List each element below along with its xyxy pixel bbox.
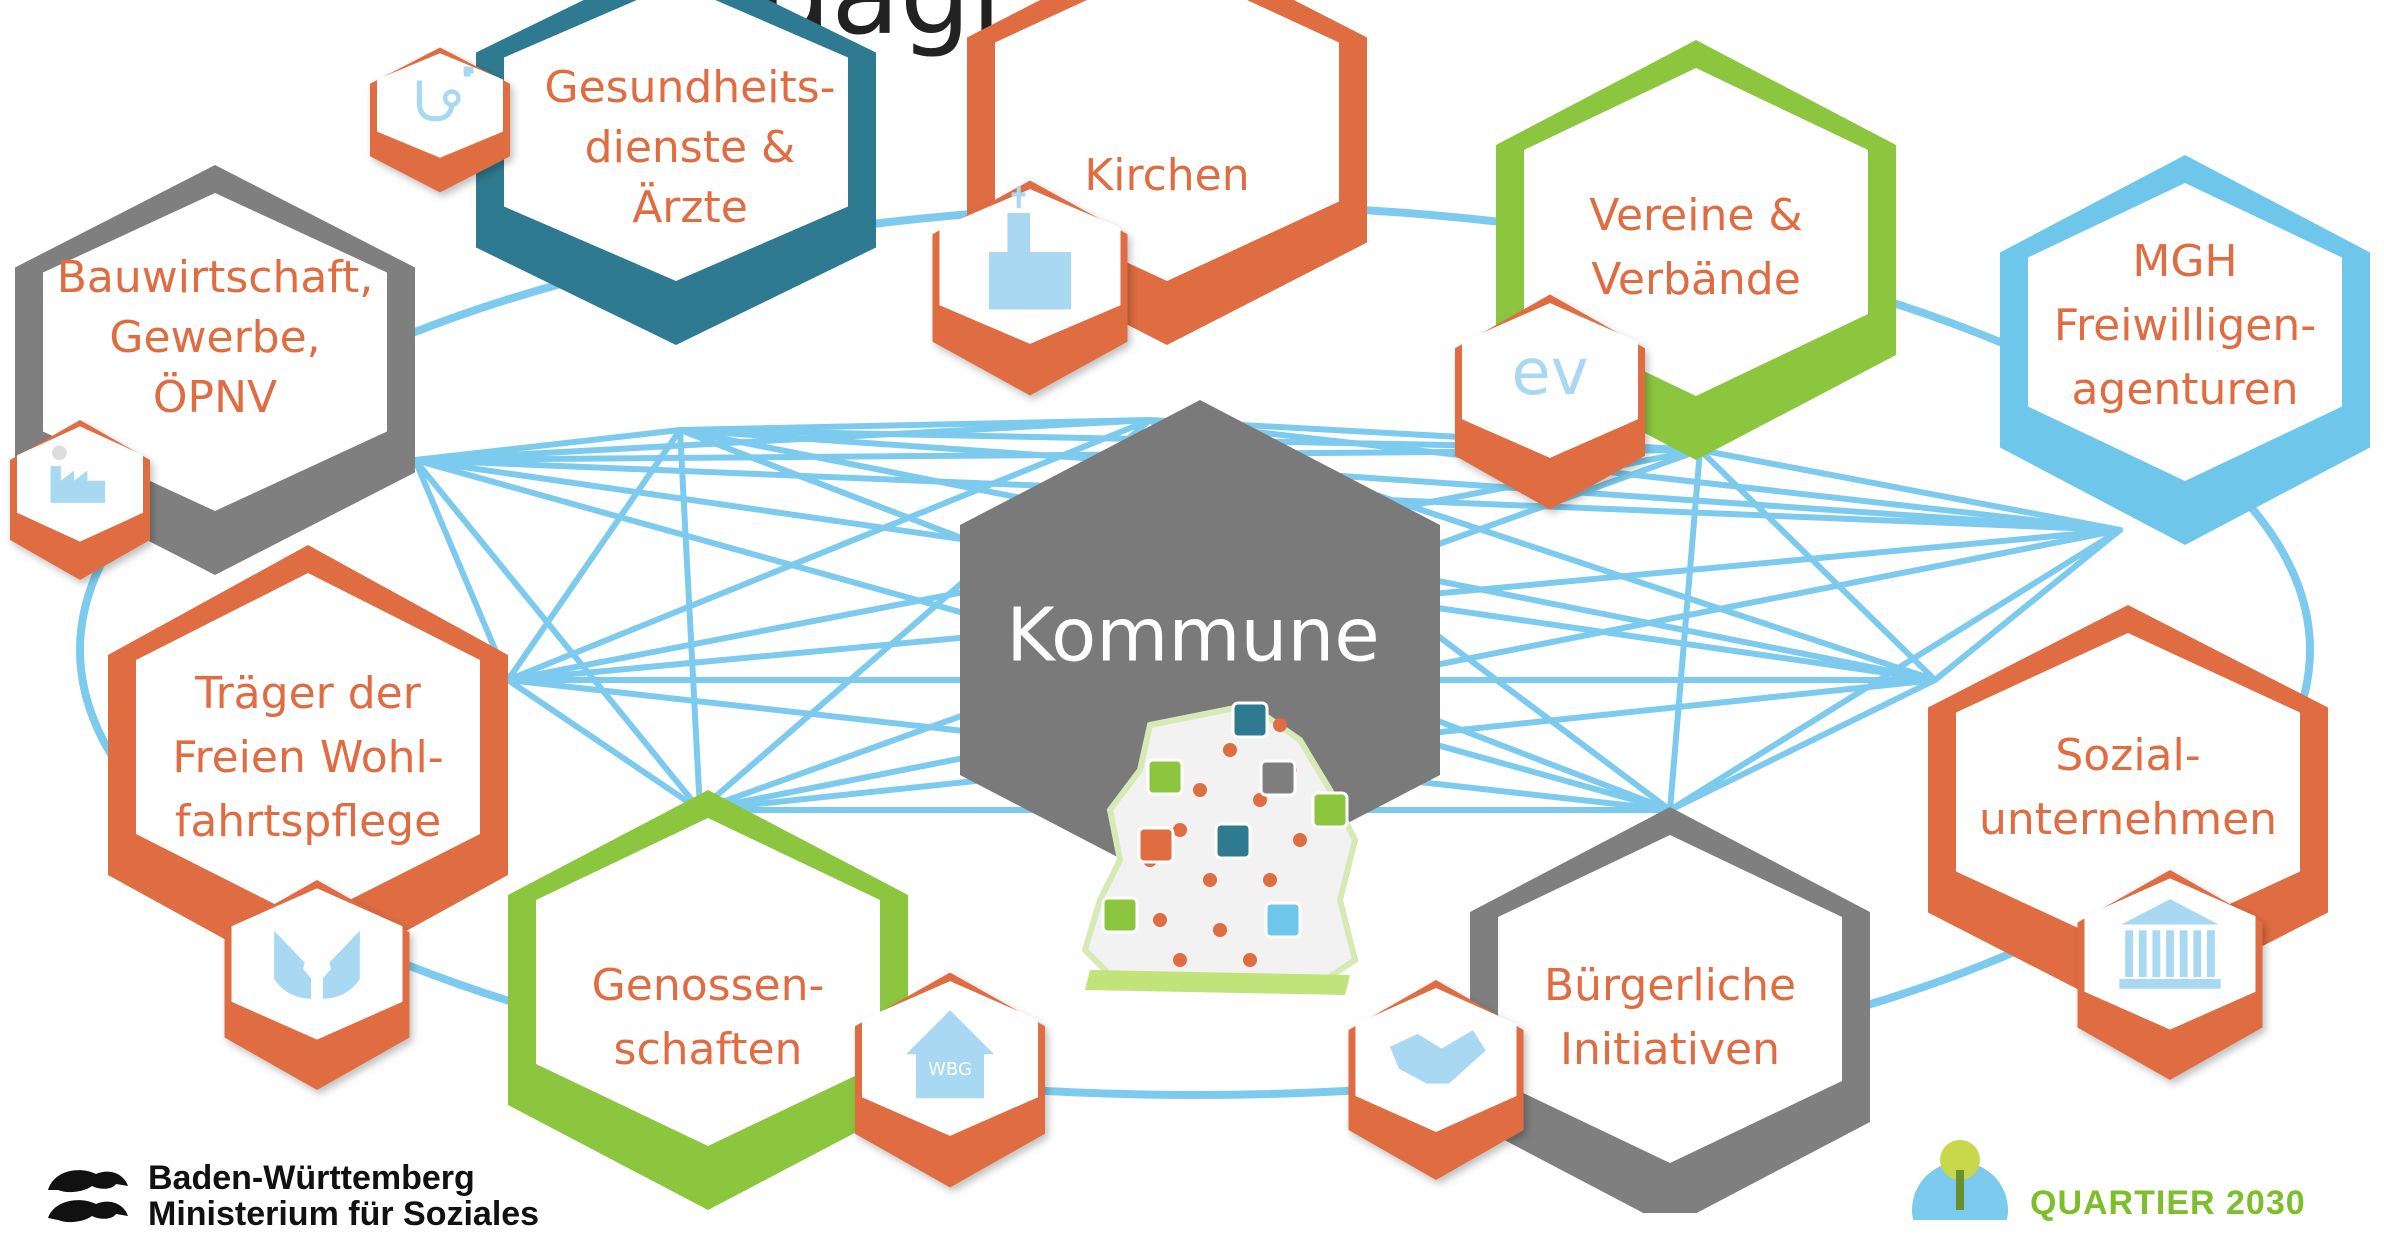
stethoscope-icon <box>370 47 510 193</box>
house-wbg-icon: WBG <box>855 972 1045 1188</box>
wbg-icon-text: WBG <box>928 1059 972 1080</box>
center-hex-kommune: Kommune <box>960 400 1440 995</box>
partner-label-line: fahrtspflege <box>175 796 441 847</box>
map-dot <box>1203 873 1217 887</box>
tree-globe-icon <box>1912 1140 2008 1235</box>
partner-hex-gesundheit: Gesundheits-dienste & Ärzte <box>476 0 876 345</box>
network-link <box>505 677 703 813</box>
map-marker <box>1264 901 1302 939</box>
partner-label-line: Gesundheits- <box>544 62 835 113</box>
hex-inner <box>504 0 848 281</box>
map-marker <box>1214 822 1252 860</box>
map-marker <box>1311 791 1349 829</box>
network-link <box>412 417 1153 463</box>
hex-inner <box>43 193 387 511</box>
hex-inner <box>2028 183 2342 481</box>
network-link <box>505 417 1153 683</box>
quartier-logo: QUARTIER 2030 <box>1900 1140 2305 1235</box>
ev-icon-text: ev <box>1511 336 1588 410</box>
map-dot <box>1193 783 1207 797</box>
partner-label-line: schaften <box>614 1024 803 1075</box>
network-link <box>1667 677 1938 813</box>
institution-icon <box>2077 870 2263 1080</box>
handshake-icon <box>1348 980 1524 1180</box>
map-dot <box>1243 953 1257 967</box>
partner-label-line: Genossen- <box>592 960 825 1011</box>
partner-label-line: Verbände <box>1591 254 1801 305</box>
hex-inner <box>1498 835 1842 1163</box>
partner-label-line: Bürgerliche <box>1544 960 1796 1011</box>
map-dot <box>1253 793 1267 807</box>
partner-label-line: agenturen <box>2071 364 2298 415</box>
partner-label-line: unternehmen <box>1979 794 2277 845</box>
state-map-icon <box>1081 701 1359 995</box>
map-marker <box>1146 758 1184 796</box>
hands-heart-icon <box>224 880 410 1090</box>
partner-label-line: Vereine & <box>1589 190 1802 241</box>
partner-hex-genossen: Genossen-schaften <box>508 790 908 1210</box>
map-dot <box>1213 923 1227 937</box>
partner-label-line: Sozial- <box>2055 730 2200 781</box>
ev-icon: ev <box>1455 294 1645 510</box>
partner-label-line: ÖPNV <box>153 371 277 423</box>
partner-label-line: MGH <box>2132 236 2237 287</box>
network-link <box>412 457 511 683</box>
partner-label-line: Kirchen <box>1084 150 1249 201</box>
network-link <box>1697 447 2123 533</box>
network-link <box>412 457 703 813</box>
partner-label-line: Ärzte <box>632 181 748 233</box>
factory-icon <box>10 420 150 580</box>
map-dot <box>1263 873 1277 887</box>
network-link <box>1697 447 1938 683</box>
partner-label-line: Träger der <box>194 668 422 719</box>
partner-label-line: Bauwirtschaft, <box>57 252 374 303</box>
map-marker <box>1231 701 1269 739</box>
map-marker <box>1137 826 1175 864</box>
map-dot <box>1153 913 1167 927</box>
map-dot <box>1173 823 1187 837</box>
quartier-logo-text: QUARTIER 2030 <box>2030 1184 2306 1222</box>
network-link <box>1667 527 2123 813</box>
hex-inner <box>536 818 880 1146</box>
bw-logo-line2: Ministerium für Soziales <box>148 1195 540 1233</box>
center-label: Kommune <box>1006 593 1380 679</box>
partner-label-line: Freiwilligen- <box>2054 300 2316 351</box>
hex-inner <box>136 573 480 921</box>
partner-label-line: Gewerbe, <box>109 312 320 363</box>
church-icon <box>932 180 1128 396</box>
lion-crest-icon <box>48 1170 128 1223</box>
network-link <box>1932 527 2123 683</box>
map-marker <box>1101 896 1139 934</box>
hex-inner <box>1524 68 1868 396</box>
partner-label-line: dienste & <box>585 122 796 173</box>
map-dot <box>1273 718 1287 732</box>
network-link <box>677 427 2123 533</box>
hex-inner <box>1956 633 2300 951</box>
map-dot <box>1173 953 1187 967</box>
partner-hex-mgh: MGH Freiwilligen-agenturen <box>2000 155 2370 545</box>
bw-logo-line1: Baden-Württemberg <box>148 1159 475 1197</box>
network-link <box>677 427 703 813</box>
map-marker <box>1259 759 1297 797</box>
partner-label-line: Freien Wohl- <box>172 732 443 783</box>
partner-label-line: Initiativen <box>1560 1024 1780 1075</box>
map-dot <box>1293 833 1307 847</box>
map-dot <box>1223 743 1237 757</box>
